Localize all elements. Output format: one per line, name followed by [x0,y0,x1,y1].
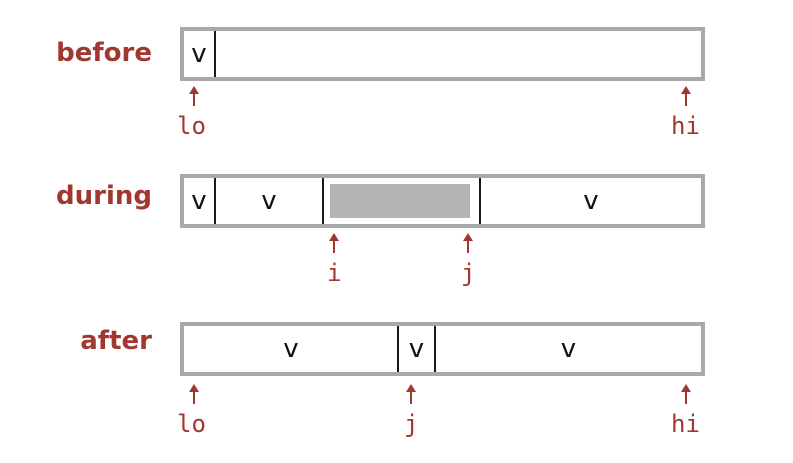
after-hi-arrow [674,384,698,404]
after-lo-label: lo [177,410,206,438]
during-ge-region: v [583,186,599,216]
after-array: v v v [180,322,705,376]
before-lo-label: lo [177,112,206,140]
after-pivot-cell: v [408,334,425,364]
before-array: v [180,27,705,81]
after-ge-region: v [560,334,577,364]
after-j-label: j [404,410,419,438]
before-pivot-cell: v [191,39,207,69]
during-j-label: j [461,259,476,287]
before-label: before [56,38,152,68]
during-pivot-cell: v [191,186,207,216]
after-le-region: v [283,334,299,364]
before-hi-arrow [674,86,698,106]
during-i-label: i [327,259,342,287]
after-j-arrow [399,384,423,404]
during-divider-1 [214,178,216,224]
before-divider [214,31,216,77]
during-j-arrow [456,233,480,253]
after-lo-arrow [182,384,206,404]
during-i-arrow [322,233,346,253]
before-hi-label: hi [671,112,700,140]
before-lo-arrow [182,86,206,106]
during-divider-2 [322,178,324,224]
during-array: v v v [180,174,705,228]
after-divider-1 [397,326,399,372]
during-divider-3 [479,178,481,224]
during-le-region: v [261,186,277,216]
after-hi-label: hi [671,410,700,438]
after-divider-2 [434,326,436,372]
during-label: during [56,181,152,211]
after-label: after [80,326,152,356]
during-unknown-region [330,184,470,218]
